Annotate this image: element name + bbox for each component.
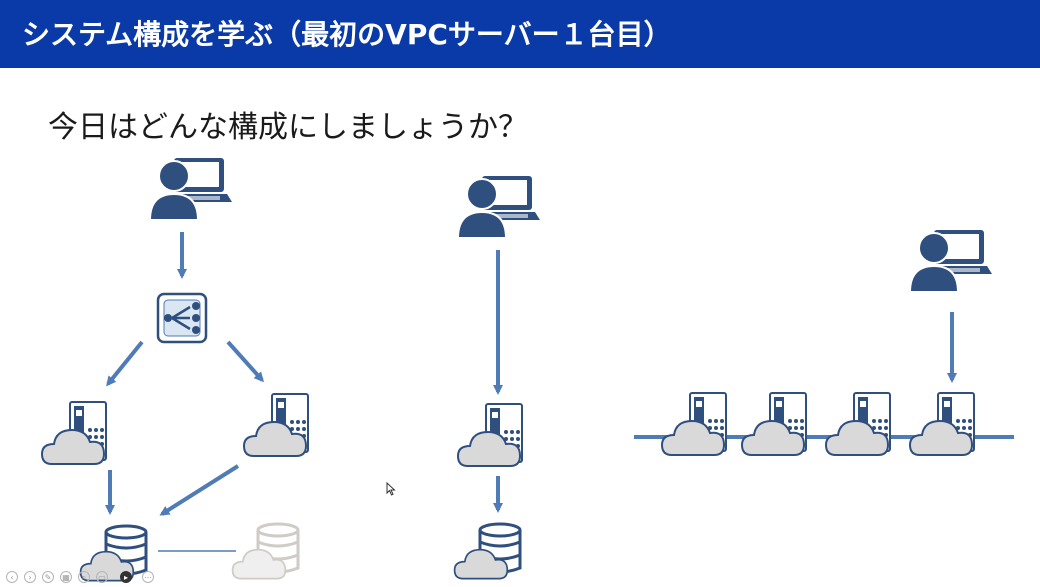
server-cloud-icon: [742, 393, 806, 455]
zoom-icon[interactable]: ⌕: [78, 571, 90, 583]
pen-icon[interactable]: ✎: [42, 571, 54, 583]
camera-icon[interactable]: ▸: [120, 571, 132, 583]
server-cloud-icon: [826, 393, 890, 455]
database-cloud-icon: [455, 524, 520, 579]
arrow-lb-to-server-right: [226, 340, 265, 383]
server-cloud-icon: [244, 394, 308, 456]
server-cloud-icon: [458, 404, 522, 466]
user-computer-icon: [457, 175, 541, 239]
arrow-server-right-to-db: [159, 464, 240, 516]
subtitles-icon[interactable]: ▭: [96, 571, 108, 583]
server-cloud-icon: [42, 402, 106, 464]
server-cloud-icon: [662, 393, 726, 455]
arrow-lb-to-server-left: [106, 340, 144, 387]
previous-slide-icon[interactable]: ‹: [6, 571, 18, 583]
server-cloud-icon: [910, 393, 974, 455]
presentation-toolbar: ‹ › ✎ ▦ ⌕ ▭ ▸ ⋯: [0, 568, 170, 587]
more-options-icon[interactable]: ⋯: [142, 571, 154, 583]
user-computer-icon: [149, 157, 233, 221]
slide-question: 今日はどんな構成にしましょうか？: [48, 110, 528, 145]
slides-grid-icon[interactable]: ▦: [60, 571, 72, 583]
mouse-cursor-icon: [386, 482, 396, 496]
load-balancer-icon: [156, 292, 208, 344]
slide-header: システム構成を学ぶ（最初のVPCサーバー１台目）: [0, 0, 1040, 68]
database-cloud-faded-icon: [231, 522, 300, 581]
next-slide-icon[interactable]: ›: [24, 571, 36, 583]
user-computer-icon: [909, 229, 993, 293]
slide-title: システム構成を学ぶ（最初のVPCサーバー１台目）: [22, 18, 672, 51]
